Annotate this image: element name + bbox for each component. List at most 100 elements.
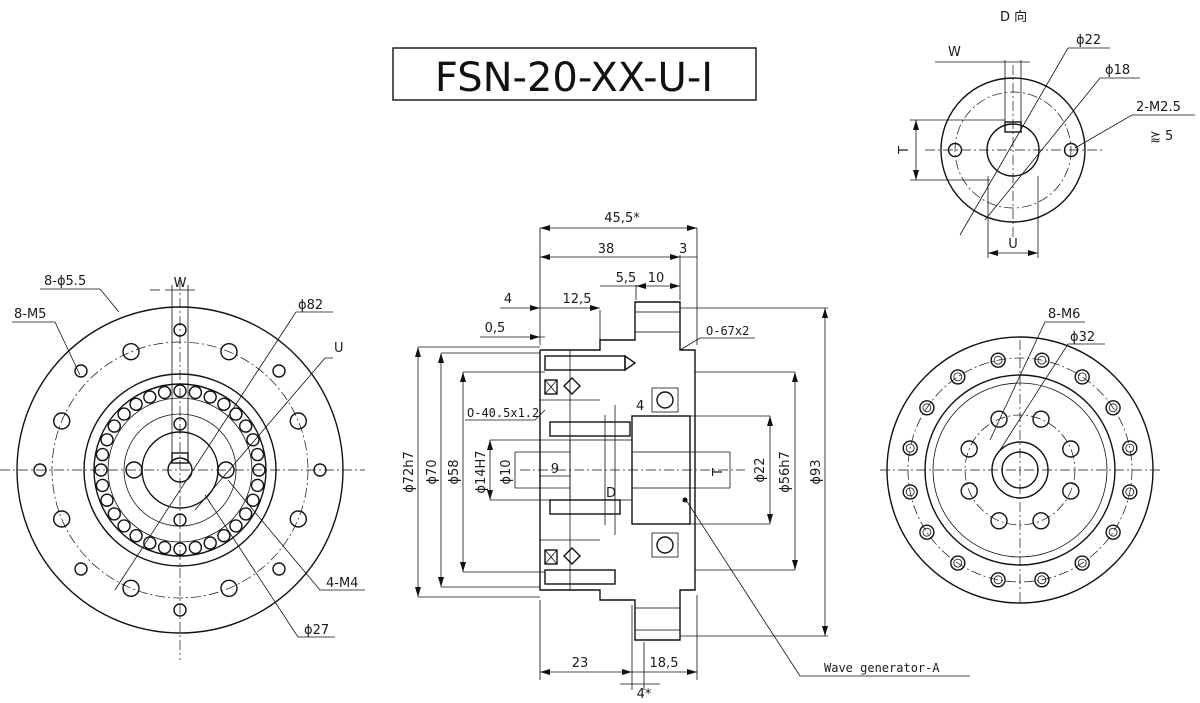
shaft-bore (986, 123, 1040, 177)
tapped-hole (173, 513, 187, 527)
label-d58: ϕ58 (447, 459, 462, 484)
label-d22: ϕ22 (753, 457, 768, 482)
right-front-view: 8-M6 ϕ32 (880, 307, 1160, 605)
flange-hole-inner (1108, 403, 1118, 413)
bearing-ball (246, 433, 260, 447)
bearing-ball (100, 493, 114, 507)
flange-hole-inner (1037, 355, 1047, 365)
flange-hole (1122, 440, 1138, 456)
output-hole (990, 410, 1008, 428)
flange-hole (1034, 352, 1050, 368)
flange-hole (122, 579, 140, 597)
bearing-ball (173, 542, 187, 556)
flange-hole (1034, 572, 1050, 588)
left-front-view: W 8-ϕ5.5 8-M5 ϕ82 U 4-M4 ϕ27 (0, 274, 365, 660)
flange-hole (289, 510, 307, 528)
tapped-hole (33, 463, 47, 477)
bearing-ball (129, 529, 143, 543)
bearing-ball (107, 419, 122, 433)
flange-hole (53, 412, 71, 430)
housing-outline (539, 301, 696, 641)
bearing-ball (238, 419, 253, 433)
tapped-hole (74, 562, 88, 576)
bearing-ball (188, 540, 203, 555)
label-len-10: 10 (648, 271, 665, 286)
flange-hole (902, 484, 918, 500)
bearing-ball (252, 463, 266, 477)
bearing-ball (656, 536, 674, 554)
flange-hole-inner (1108, 527, 1118, 537)
label-8-m6: 8-M6 (1048, 307, 1080, 322)
tapped-hole (272, 364, 286, 378)
label-len-3: 3 (679, 242, 687, 257)
bearing-ball (229, 407, 243, 421)
label-dview-m25: 2-M2.5 (1136, 100, 1181, 115)
bearing-ball (250, 447, 265, 462)
flange-hole-inner (1125, 443, 1135, 453)
tapped-hole (173, 323, 187, 337)
flange-hole-inner (905, 487, 915, 497)
label-d82: ϕ82 (298, 298, 323, 313)
label-w: W (174, 276, 187, 291)
bearing-ball (107, 507, 122, 521)
output-hole (1062, 440, 1080, 458)
bearing-ball (143, 390, 157, 404)
label-dview-d18: ϕ18 (1105, 63, 1130, 78)
flange-hole (950, 369, 966, 385)
label-len-45-5: 45,5* (604, 211, 640, 226)
flange-hole-inner (1077, 372, 1087, 382)
label-d10: ϕ10 (499, 459, 514, 484)
label-dview-depth: ⪸ 5 (1150, 129, 1173, 144)
bearing-ball (129, 397, 143, 411)
label-u: U (334, 341, 344, 356)
bearing-ball (157, 385, 172, 400)
label-d14h7: ϕ14H7 (474, 450, 489, 493)
mounting-holes (902, 352, 1138, 588)
flange-hole-inner (953, 558, 963, 568)
flange-hole (220, 343, 238, 361)
bearing-ball (203, 536, 217, 550)
title-block: FSN-20-XX-U-I (392, 47, 757, 101)
label-dview-u: U (1008, 237, 1018, 252)
output-holes (960, 410, 1080, 530)
tapped-hole (217, 461, 235, 479)
flange-hole (950, 555, 966, 571)
label-o-ring-40-5: O-40.5x1.2 (467, 406, 539, 420)
flange-hole (220, 579, 238, 597)
label-d: D (606, 486, 616, 501)
label-dview-w: W (948, 45, 961, 60)
bearing-ball (246, 493, 260, 507)
flange-hole-inner (953, 372, 963, 382)
tapped-hole (313, 463, 327, 477)
section-view: D 45,5* 38 3 5,5 10 4 12,5 0,5 O-67x2 O-… (402, 211, 970, 702)
bearing-ball (94, 463, 108, 477)
flange-hole (1105, 400, 1121, 416)
label-d-view: D 向 (1000, 9, 1027, 25)
bearing-ball (95, 478, 110, 493)
flange-hole-inner (922, 403, 932, 413)
output-hole (1032, 512, 1050, 530)
label-len-12-5: 12,5 (563, 292, 592, 307)
label-d72h7: ϕ72h7 (402, 451, 417, 493)
outer-flange (886, 336, 1154, 604)
label-len-18-5: 18,5 (650, 656, 679, 671)
tapped-hole (173, 603, 187, 617)
flange-hole (1122, 484, 1138, 500)
flange-hole-inner (1125, 487, 1135, 497)
label-wave-generator: Wave generator-A (824, 661, 940, 675)
flange-hole-inner (993, 575, 1003, 585)
label-holes-8-5-5: 8-ϕ5.5 (44, 274, 86, 289)
label-4-m4: 4-M4 (326, 576, 358, 591)
label-o-ring-67: O-67x2 (706, 324, 749, 338)
label-len-5-5: 5,5 (616, 271, 637, 286)
label-len-0-5: 0,5 (485, 321, 506, 336)
label-len-23: 23 (572, 656, 589, 671)
flange-hole (122, 343, 140, 361)
label-len-38: 38 (598, 242, 615, 257)
flange-hole (990, 352, 1006, 368)
bearing-ball (173, 384, 187, 398)
output-hole (1032, 410, 1050, 428)
bearing-ball (656, 391, 674, 409)
label-nine: 9 (551, 462, 559, 477)
bearing-ball (95, 447, 110, 462)
